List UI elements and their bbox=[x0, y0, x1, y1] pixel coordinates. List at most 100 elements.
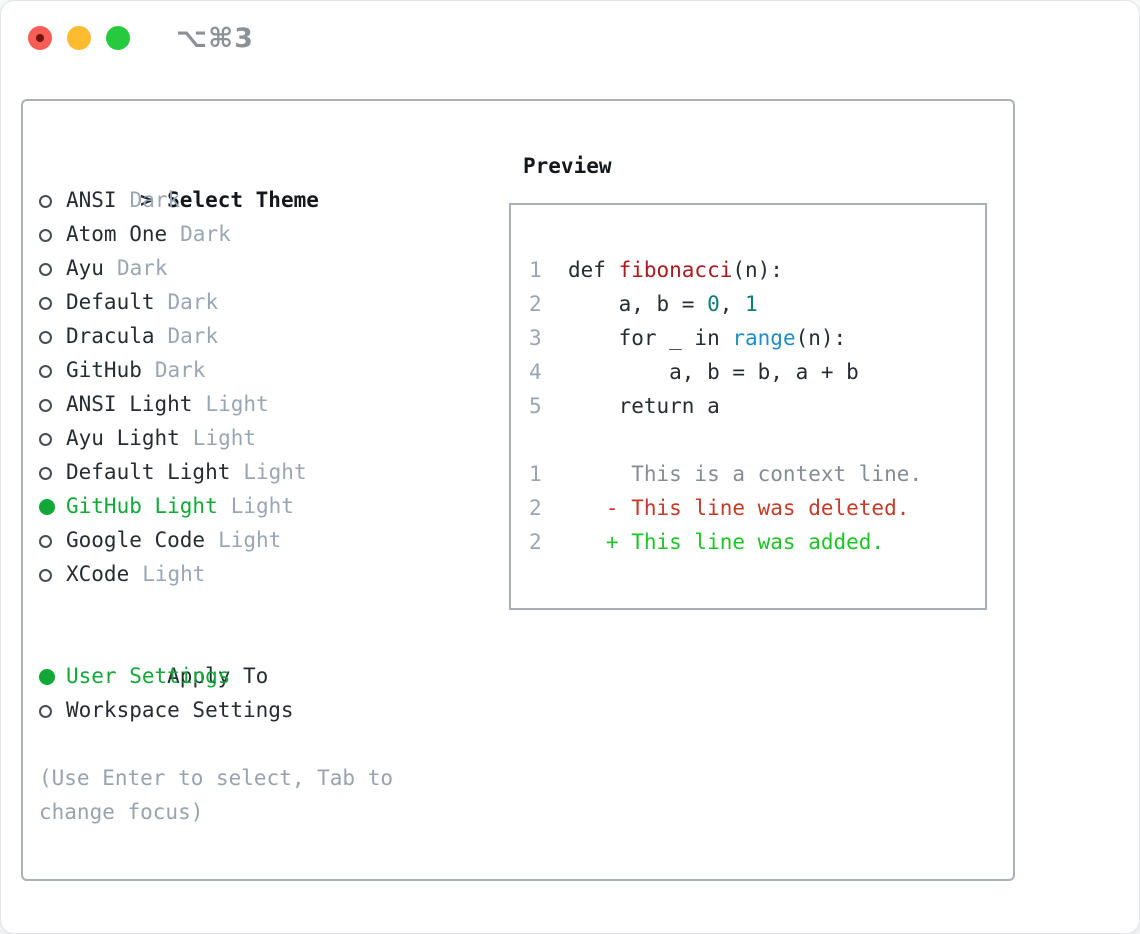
line-number: 1 bbox=[529, 258, 542, 282]
radio-selected-icon bbox=[39, 499, 55, 515]
theme-variant-tag: Dark bbox=[154, 358, 206, 382]
theme-option-label: Default bbox=[66, 290, 155, 314]
radio-icon bbox=[39, 433, 52, 446]
select-theme-header: > Select Theme bbox=[39, 149, 479, 212]
theme-variant-tag: Light bbox=[192, 426, 257, 450]
line-number: 3 bbox=[529, 326, 542, 350]
theme-variant-tag: Dark bbox=[167, 290, 219, 314]
code-line: 2 + This line was added. bbox=[529, 525, 985, 559]
code-line: 2 - This line was deleted. bbox=[529, 491, 985, 525]
code-token: (n): bbox=[732, 258, 783, 282]
code-token: , bbox=[719, 292, 746, 316]
theme-variant-tag: Light bbox=[243, 460, 307, 484]
theme-variant-tag: Dark bbox=[116, 256, 168, 280]
minimize-button[interactable] bbox=[67, 26, 91, 50]
apply-to-option-label: Workspace Settings bbox=[66, 698, 294, 722]
apply-to-label: Apply To bbox=[167, 664, 269, 688]
line-number: 2 bbox=[529, 530, 542, 554]
radio-icon bbox=[39, 467, 52, 480]
theme-option-label: Ayu Light bbox=[66, 426, 180, 450]
code-token: + This line was added. bbox=[568, 530, 885, 554]
apply-to-option[interactable]: User Settings bbox=[39, 659, 479, 693]
theme-variant-tag: Light bbox=[205, 392, 269, 416]
line-number: 4 bbox=[529, 360, 542, 384]
theme-option-label: Atom One bbox=[66, 222, 168, 246]
radio-icon bbox=[39, 297, 52, 310]
select-theme-label: Select Theme bbox=[167, 188, 319, 212]
theme-variant-tag: Dark bbox=[129, 188, 181, 212]
code-token: for _ in bbox=[568, 326, 733, 350]
theme-variant-tag: Dark bbox=[167, 324, 219, 348]
theme-option[interactable]: Dracula Dark bbox=[39, 319, 479, 353]
titlebar: ⌥⌘3 bbox=[1, 1, 1139, 76]
traffic-lights bbox=[28, 26, 130, 50]
line-number: 1 bbox=[529, 462, 542, 486]
help-text-line1: (Use Enter to select, Tab to bbox=[39, 766, 394, 790]
code-token: return a bbox=[568, 394, 720, 418]
theme-option-label: ANSI bbox=[66, 188, 117, 212]
code-token: a, b = bbox=[568, 292, 708, 316]
preview-title: Preview bbox=[523, 154, 612, 178]
theme-option-label: ANSI Light bbox=[66, 392, 193, 416]
code-token: This is a context line. bbox=[568, 462, 923, 486]
line-number: 2 bbox=[529, 292, 542, 316]
theme-option-label: GitHub Light bbox=[66, 494, 218, 518]
theme-option[interactable]: Default Light Light bbox=[39, 455, 479, 489]
code-line: 2 a, b = 0, 1 bbox=[529, 287, 985, 321]
theme-option[interactable]: GitHub Light Light bbox=[39, 489, 479, 523]
radio-icon bbox=[39, 263, 52, 276]
code-line bbox=[529, 423, 985, 457]
theme-option[interactable]: GitHub Dark bbox=[39, 353, 479, 387]
radio-icon bbox=[39, 331, 52, 344]
radio-selected-icon bbox=[39, 669, 55, 685]
help-text-line2: change focus) bbox=[39, 800, 204, 824]
radio-icon bbox=[39, 705, 52, 718]
theme-option[interactable]: ANSI Dark bbox=[39, 183, 479, 217]
close-button[interactable] bbox=[28, 26, 52, 50]
code-line: 4 a, b = b, a + b bbox=[529, 355, 985, 389]
theme-option[interactable]: Atom One Dark bbox=[39, 217, 479, 251]
theme-variant-tag: Light bbox=[218, 528, 282, 552]
theme-option[interactable]: ANSI Light Light bbox=[39, 387, 479, 421]
theme-option[interactable]: Ayu Dark bbox=[39, 251, 479, 285]
theme-option-label: Default Light bbox=[66, 460, 231, 484]
theme-option-label: Dracula bbox=[66, 324, 155, 348]
code-token: def bbox=[568, 258, 619, 282]
theme-option-label: GitHub bbox=[66, 358, 142, 382]
theme-variant-tag: Light bbox=[230, 494, 294, 518]
code-token: fibonacci bbox=[618, 258, 733, 282]
line-number: 5 bbox=[529, 394, 542, 418]
apply-to-header: Apply To bbox=[39, 625, 479, 688]
code-line: 1 This is a context line. bbox=[529, 457, 985, 491]
code-token: 0 bbox=[707, 292, 720, 316]
code-token: a, b = b, a + b bbox=[568, 360, 859, 384]
theme-variant-tag: Dark bbox=[180, 222, 231, 246]
theme-option-label: Google Code bbox=[66, 528, 206, 552]
code-token: range bbox=[732, 326, 796, 350]
apply-to-option-label: User Settings bbox=[66, 664, 231, 688]
cursor-icon: > bbox=[140, 188, 153, 212]
theme-option[interactable]: Google Code Light bbox=[39, 523, 479, 557]
apply-to-option[interactable]: Workspace Settings bbox=[39, 693, 479, 727]
code-token: - This line was deleted. bbox=[568, 496, 910, 520]
spacer bbox=[39, 591, 479, 625]
radio-icon bbox=[39, 365, 52, 378]
window-title: ⌥⌘3 bbox=[176, 23, 254, 54]
zoom-button[interactable] bbox=[106, 26, 130, 50]
theme-option-label: XCode bbox=[66, 562, 130, 586]
code-line: 3 for _ in range(n): bbox=[529, 321, 985, 355]
radio-icon bbox=[39, 535, 52, 548]
radio-icon bbox=[39, 195, 52, 208]
radio-icon bbox=[39, 569, 52, 582]
theme-option[interactable]: Ayu Light Light bbox=[39, 421, 479, 455]
theme-option[interactable]: Default Dark bbox=[39, 285, 479, 319]
radio-icon bbox=[39, 399, 52, 412]
theme-option-label: Ayu bbox=[66, 256, 104, 280]
